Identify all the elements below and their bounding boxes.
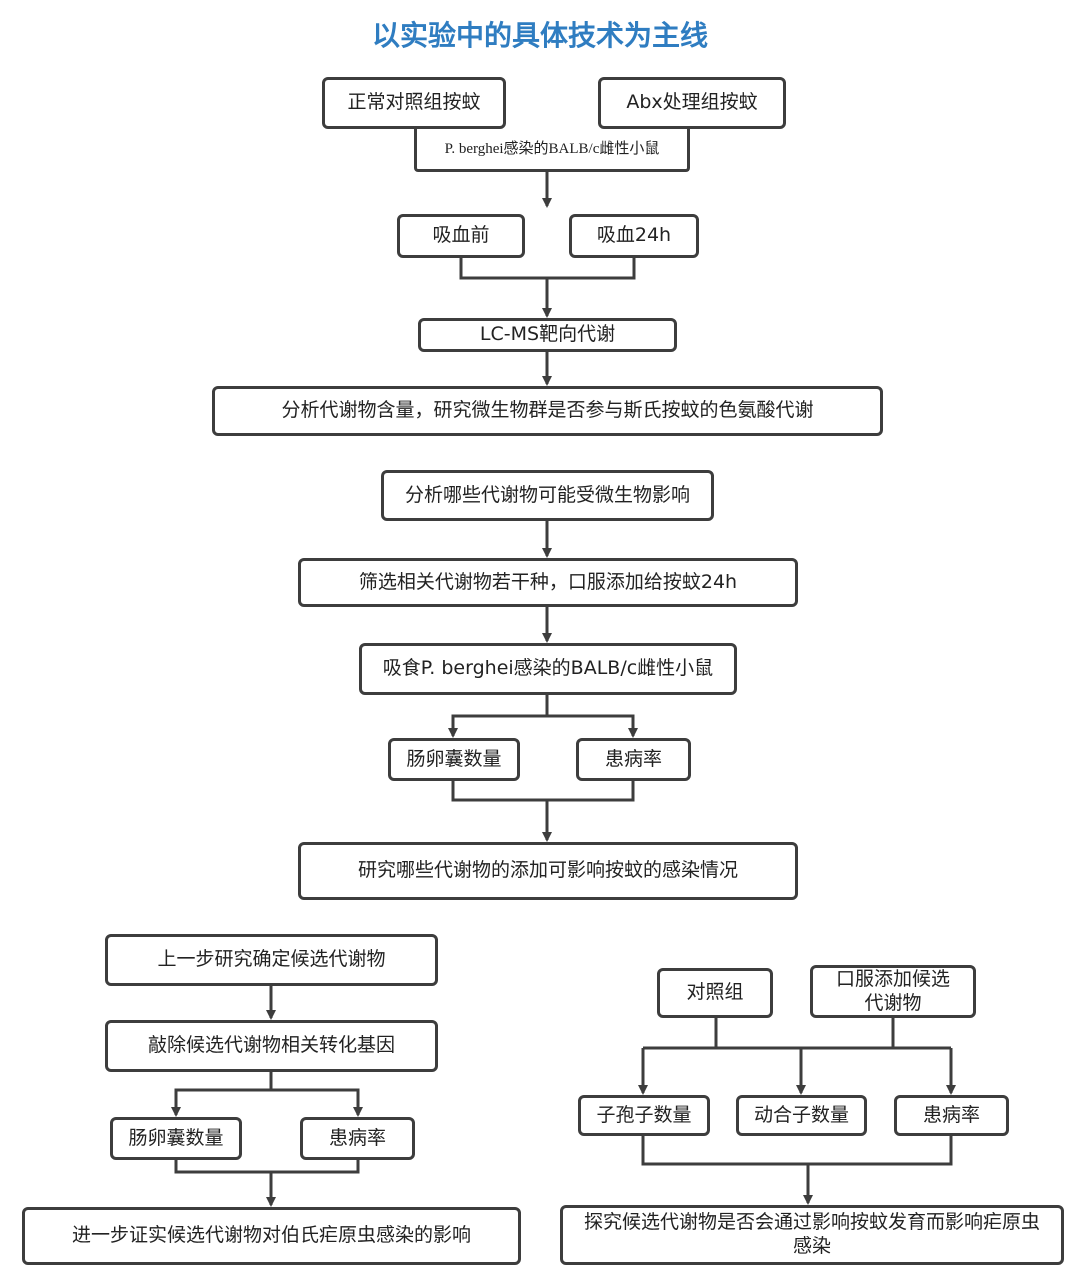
lcms-box: LC-MS靶向代谢 xyxy=(418,318,677,352)
screen-metabolites-box: 筛选相关代谢物若干种，口服添加给按蚊24h xyxy=(298,558,798,607)
candidate-metabolite-box: 上一步研究确定候选代谢物 xyxy=(105,934,438,986)
control-box: 对照组 xyxy=(657,968,773,1018)
after-feeding-box: 吸血24h xyxy=(569,214,699,258)
oocyst-count-box: 肠卵囊数量 xyxy=(388,738,520,781)
oral-candidate-box: 口服添加候选代谢物 xyxy=(810,965,976,1018)
abx-group-box: Abx处理组按蚊 xyxy=(598,77,786,129)
infected-mice-box: P. berghei感染的BALB/c雌性小鼠 xyxy=(414,129,690,172)
analysis-box: 分析代谢物含量，研究微生物群是否参与斯氏按蚊的色氨酸代谢 xyxy=(212,386,883,436)
confirm-effect-box: 进一步证实候选代谢物对伯氏疟原虫感染的影响 xyxy=(22,1207,521,1265)
gene-knockout-box: 敲除候选代谢物相关转化基因 xyxy=(105,1020,438,1072)
oocyst-count-box-2: 肠卵囊数量 xyxy=(110,1117,242,1160)
analyze-metabolites-box: 分析哪些代谢物可能受微生物影响 xyxy=(381,470,714,521)
prevalence-box: 患病率 xyxy=(576,738,691,781)
feed-mice-box: 吸食P. berghei感染的BALB/c雌性小鼠 xyxy=(359,643,737,695)
page-title: 以实验中的具体技术为主线 xyxy=(371,19,708,52)
before-feeding-box: 吸血前 xyxy=(397,214,525,258)
ookinete-count-box: 动合子数量 xyxy=(736,1095,867,1136)
infection-conclusion-box: 研究哪些代谢物的添加可影响按蚊的感染情况 xyxy=(298,842,798,900)
prevalence-box-2: 患病率 xyxy=(300,1117,415,1160)
prevalence-box-3: 患病率 xyxy=(894,1095,1009,1136)
sporozoite-count-box: 子孢子数量 xyxy=(578,1095,710,1136)
development-conclusion-box: 探究候选代谢物是否会通过影响按蚊发育而影响疟原虫感染 xyxy=(560,1205,1064,1265)
control-group-box: 正常对照组按蚊 xyxy=(322,77,506,129)
